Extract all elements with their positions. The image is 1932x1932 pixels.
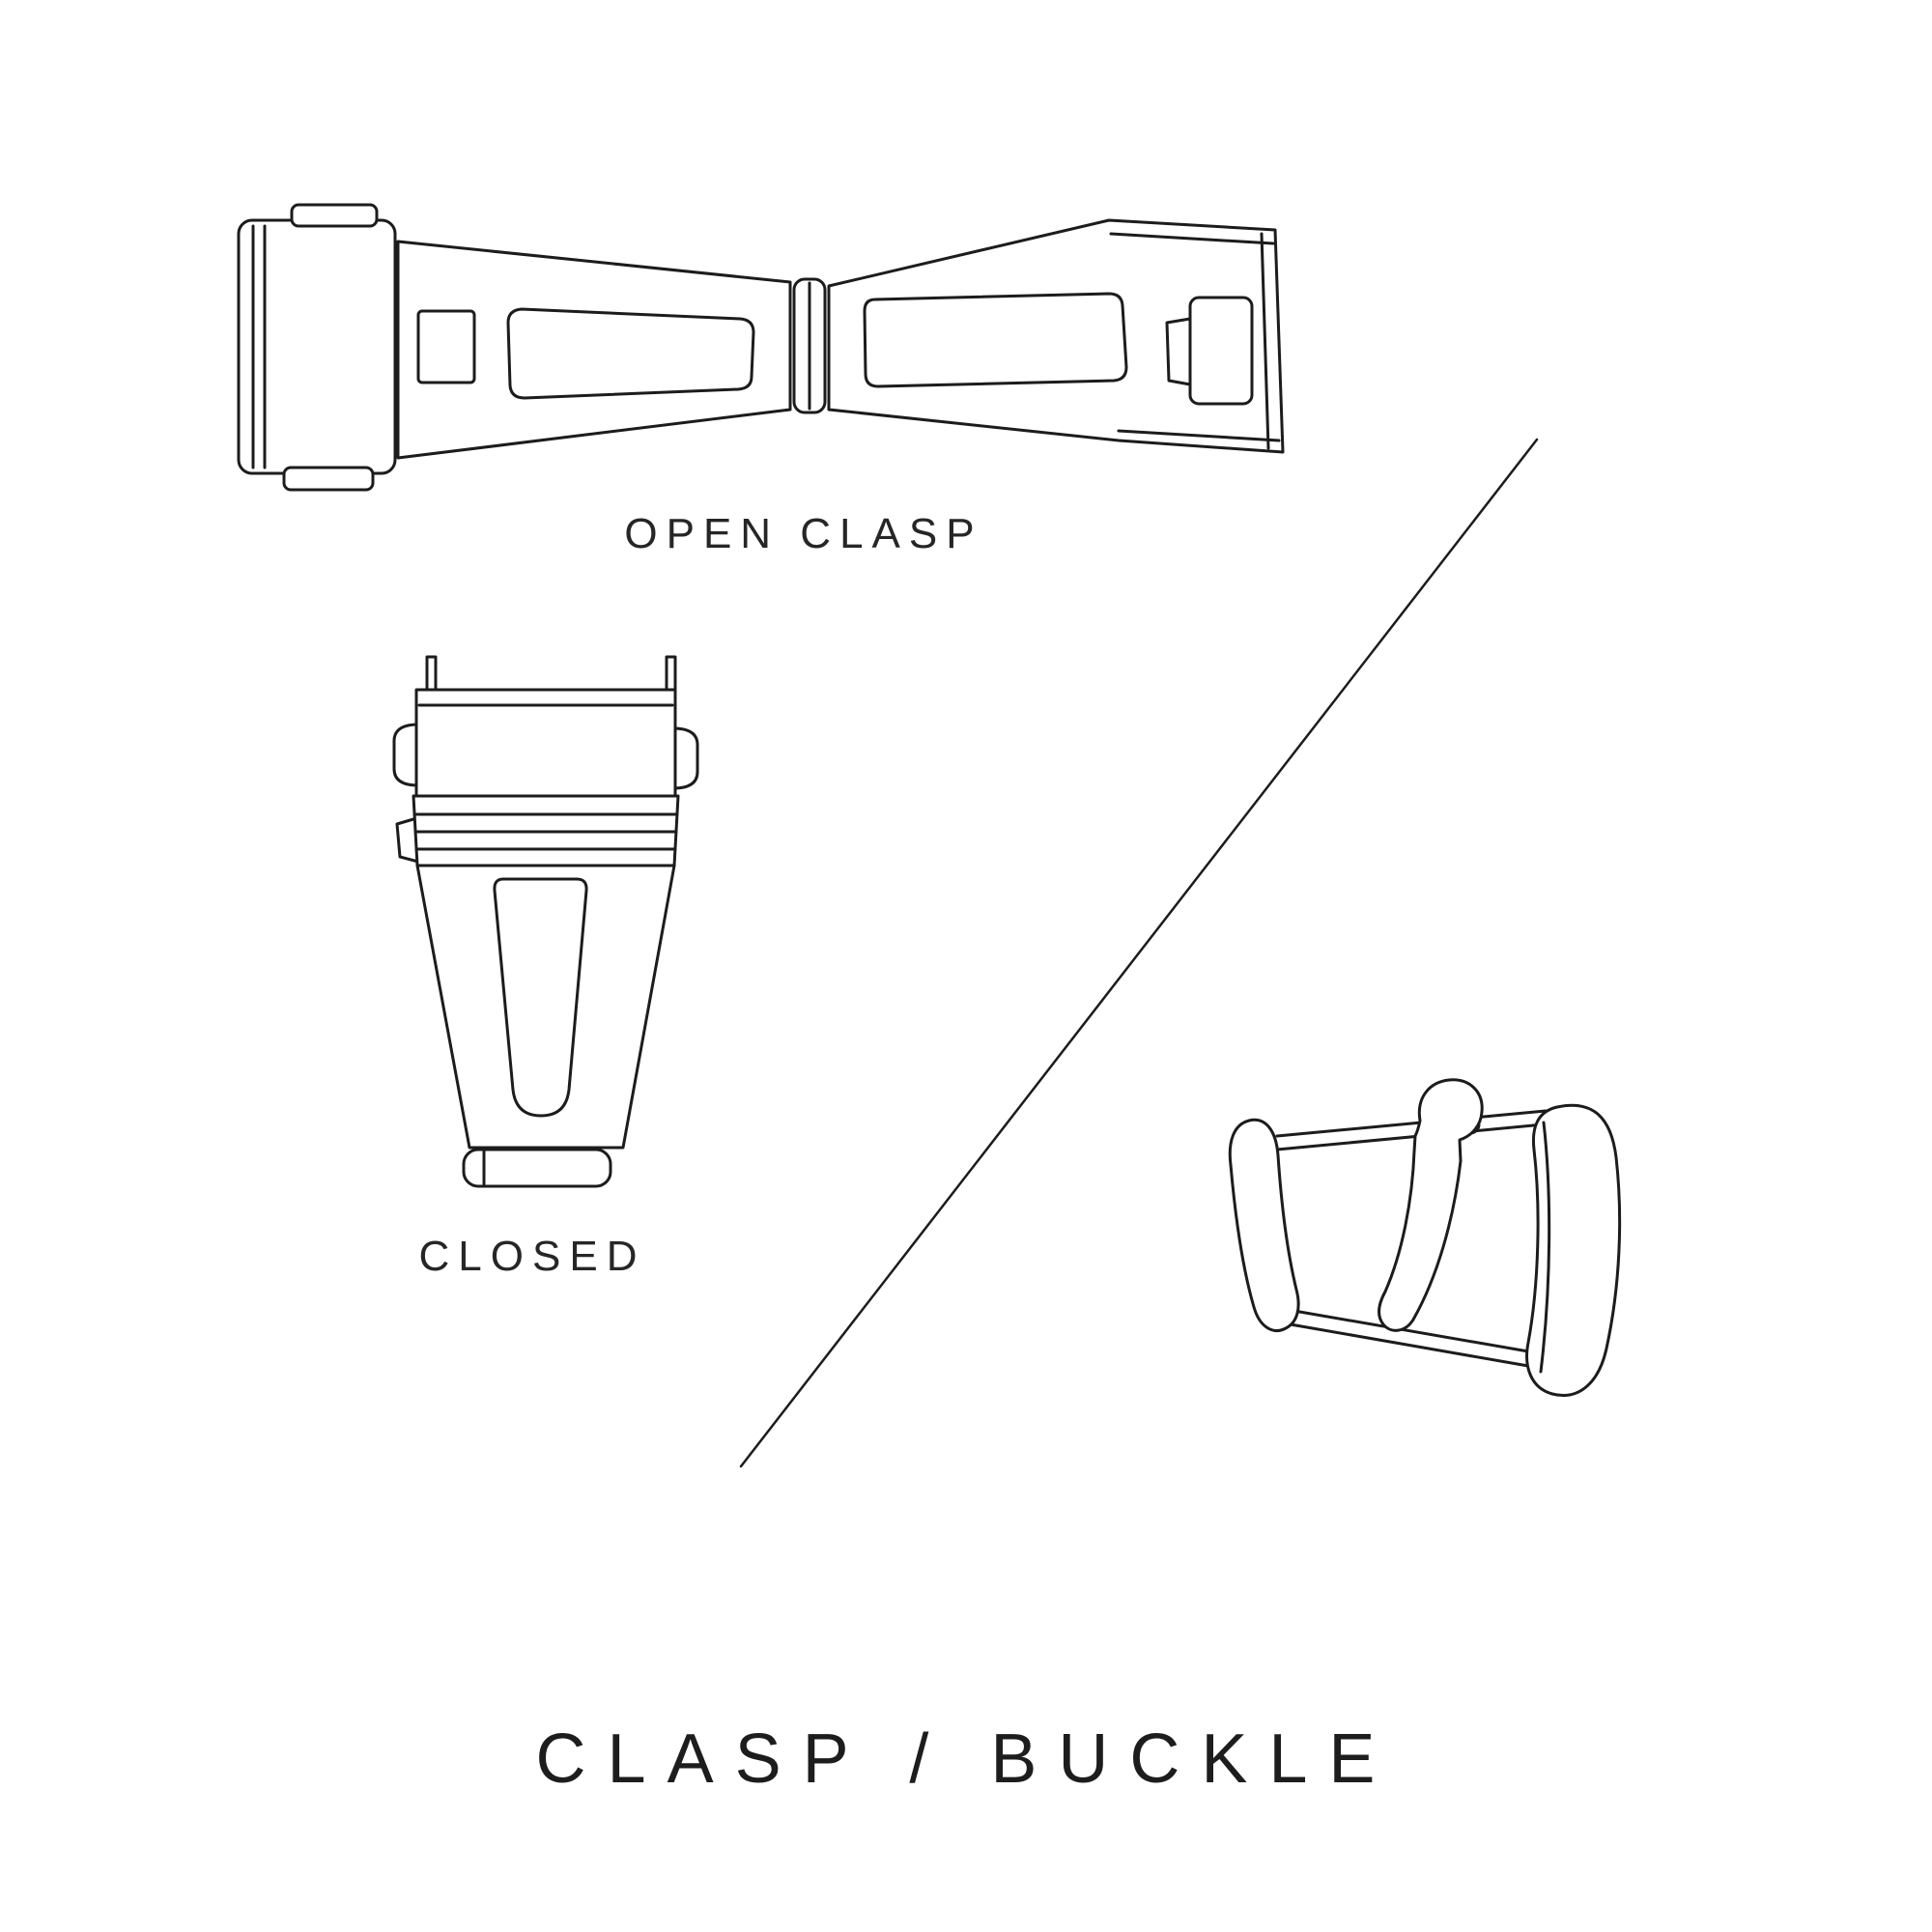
open-clasp-label: OPEN CLASP <box>624 510 983 557</box>
closed-clasp-icon <box>392 655 699 1188</box>
closed-clasp-label: CLOSED <box>418 1233 646 1280</box>
page-title: CLASP / BUCKLE <box>535 1720 1397 1798</box>
diagonal-divider-line <box>739 438 1539 1468</box>
pin-buckle-icon <box>1228 1078 1622 1397</box>
open-clasp-icon <box>237 203 1285 492</box>
